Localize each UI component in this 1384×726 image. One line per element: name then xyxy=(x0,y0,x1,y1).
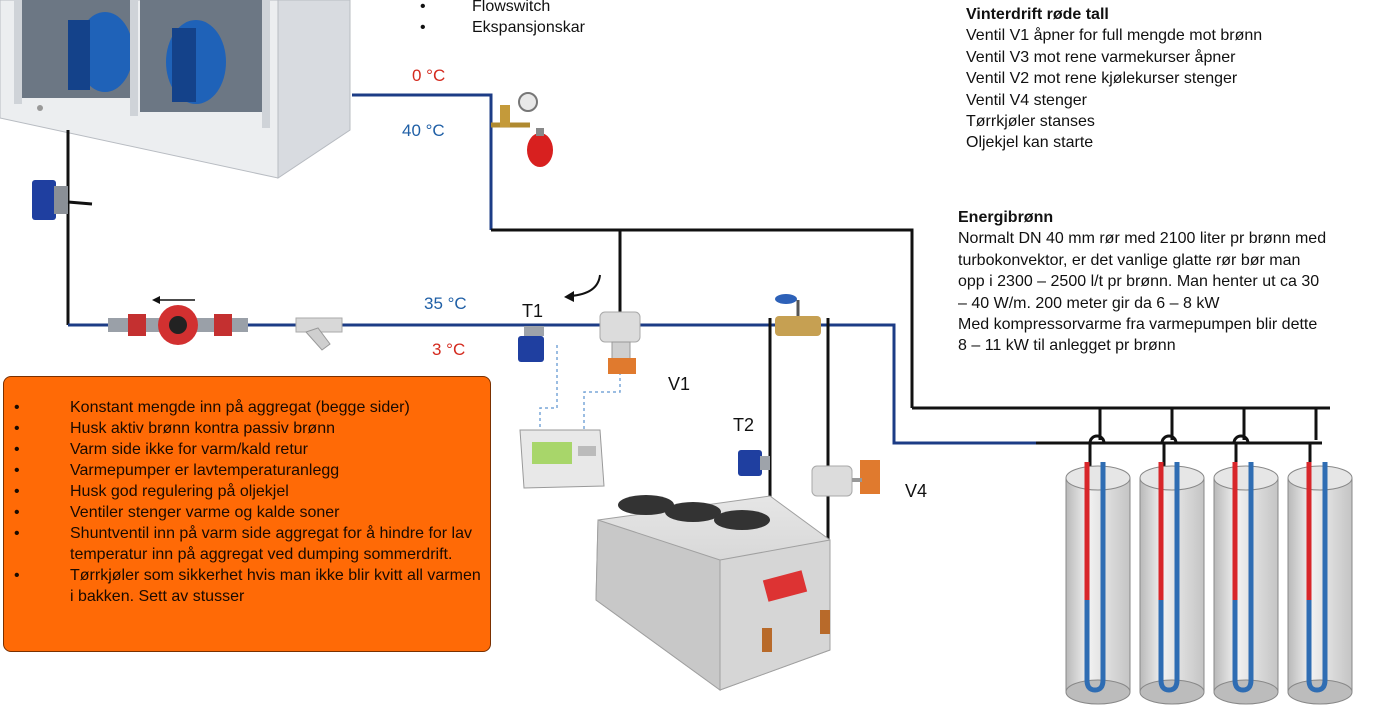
label-v1: V1 xyxy=(668,374,691,394)
note-item: Shuntventil inn på varm side aggregat fo… xyxy=(14,523,484,565)
energibronn-line: – 40 W/m. 200 meter gir da 6 – 8 kW xyxy=(958,294,1220,312)
note-item: Konstant mengde inn på aggregat (begge s… xyxy=(14,397,484,418)
notes-list: Konstant mengde inn på aggregat (begge s… xyxy=(14,397,484,607)
controller-icon xyxy=(519,429,605,489)
energibronn-title: Energibrønn xyxy=(958,209,1054,226)
temp-top-blue: 40 °C xyxy=(402,121,445,140)
label-v4: V4 xyxy=(905,481,928,501)
energy-well-2 xyxy=(1139,462,1205,705)
energibronn-line: opp i 2300 – 2500 l/t pr brønn. Man hent… xyxy=(958,273,1320,291)
energy-well-3 xyxy=(1213,462,1279,705)
vinterdrift-line: Ventil V2 mot rene kjølekurser stenger xyxy=(966,70,1238,88)
pipe-black-upper xyxy=(491,228,914,408)
temp-mid-blue: 35 °C xyxy=(424,294,467,313)
energibronn-line: Med kompressorvarme fra varmepumpen blir… xyxy=(958,316,1318,334)
note-item: Tørrkjøler som sikkerhet hvis man ikke b… xyxy=(14,565,484,607)
note-item: Varm side ikke for varm/kald retur xyxy=(14,439,484,460)
vinterdrift-title: Vinterdrift røde tall xyxy=(966,6,1109,23)
note-item: Husk god regulering på oljekjel xyxy=(14,481,484,502)
note-item: Varmepumper er lavtemperaturanlegg xyxy=(14,460,484,481)
temp-mid-red: 3 °C xyxy=(432,340,466,359)
energy-wells xyxy=(1065,462,1353,705)
energibronn-line: 8 – 11 kW til anlegget pr brønn xyxy=(958,337,1176,355)
energibronn-line: turbokonvektor, er det vanlige glatte rø… xyxy=(958,251,1301,269)
energy-well-1 xyxy=(1065,462,1131,705)
circulation-pump-icon xyxy=(108,296,248,345)
heat-pump-unit xyxy=(0,0,351,179)
note-item: Husk aktiv brønn kontra passiv brønn xyxy=(14,418,484,439)
vinterdrift-line: Ventil V1 åpner for full mengde mot brøn… xyxy=(966,27,1263,45)
list-item: Ekspansjonskar xyxy=(420,17,585,38)
valve-v4-icon xyxy=(811,460,880,497)
t2-sensor-icon xyxy=(738,450,770,476)
dry-cooler-icon xyxy=(595,495,831,691)
strainer-icon xyxy=(295,317,343,351)
note-item: Ventiler stenger varme og kalde soner xyxy=(14,502,484,523)
balancing-valve-icon xyxy=(775,294,821,336)
valve-v1-icon xyxy=(599,311,641,374)
expansion-vessel-icon xyxy=(491,92,553,167)
pipe-blue-top xyxy=(352,93,493,230)
vinterdrift-line: Ventil V3 mot rene varmekurser åpner xyxy=(966,48,1236,66)
notes-box: Konstant mengde inn på aggregat (begge s… xyxy=(3,376,491,652)
t1-sensor-icon xyxy=(518,326,544,362)
label-t2: T2 xyxy=(733,415,755,435)
energy-well-4 xyxy=(1287,462,1353,705)
vinterdrift-line: Tørrkjøler stanses xyxy=(966,113,1095,131)
energibronn-info: Energibrønn Normalt DN 40 mm rør med 210… xyxy=(958,207,1326,357)
pipes xyxy=(66,93,1330,630)
temp-top-red: 0 °C xyxy=(412,66,446,85)
list-item: Flowswitch xyxy=(420,0,585,17)
flowswitch-icon xyxy=(32,180,93,220)
vinterdrift-line: Oljekjel kan starte xyxy=(966,134,1094,152)
label-t1: T1 xyxy=(522,301,544,321)
component-list: Flowswitch Ekspansjonskar xyxy=(420,0,585,38)
vinterdrift-line: Ventil V4 stenger xyxy=(966,91,1087,109)
vinterdrift-info: Vinterdrift røde tall Ventil V1 åpner fo… xyxy=(966,4,1262,154)
pipe-blue-main xyxy=(68,323,1036,445)
energibronn-line: Normalt DN 40 mm rør med 2100 liter pr b… xyxy=(958,230,1327,248)
flow-arrow-icon xyxy=(564,274,601,302)
